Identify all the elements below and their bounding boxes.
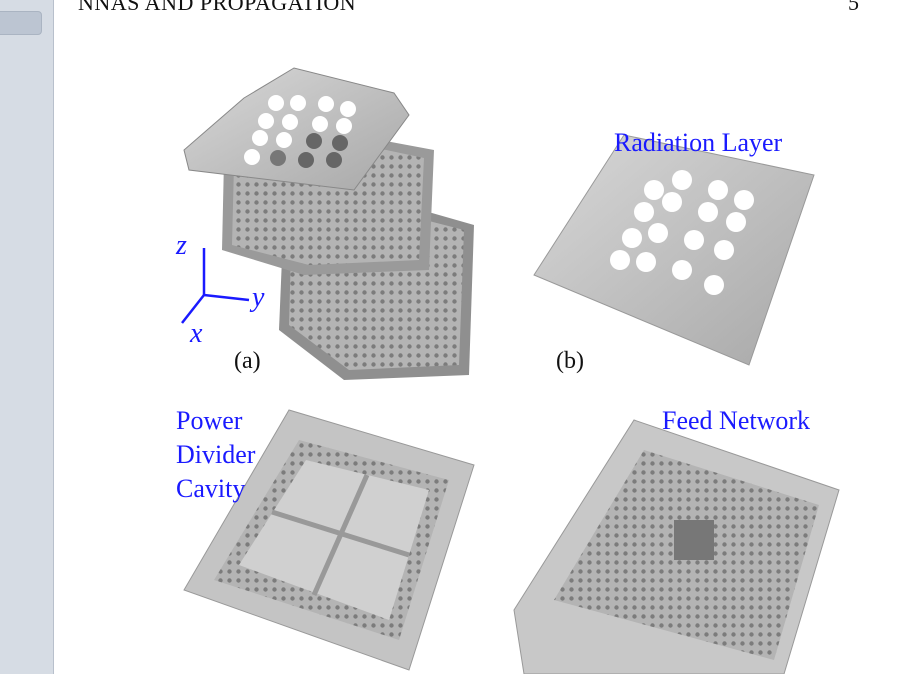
caption-b: (b): [556, 348, 584, 374]
axis-y-label: y: [252, 282, 265, 313]
running-header: NNAS AND PROPAGATION: [78, 0, 357, 15]
caption-a: (a): [234, 348, 261, 374]
thumbnail-sidebar: [0, 0, 54, 674]
label-cavity: Cavity: [176, 474, 246, 503]
label-radiation-layer: Radiation Layer: [614, 128, 783, 157]
exploded-assembly: [181, 67, 474, 380]
figure-render: [181, 67, 840, 674]
label-divider: Divider: [176, 440, 256, 469]
label-power: Power: [176, 406, 243, 435]
radiation-layer-render: [533, 134, 815, 366]
power-divider-render: [183, 409, 475, 671]
label-feed-network: Feed Network: [662, 406, 811, 435]
axis-x-label: x: [190, 318, 203, 349]
document-page: NNAS AND PROPAGATION 5: [54, 0, 900, 674]
page-number: 5: [848, 0, 860, 15]
feed-network-render: [513, 419, 840, 674]
axis-z-label: z: [176, 230, 187, 261]
sidebar-button[interactable]: [0, 11, 42, 35]
